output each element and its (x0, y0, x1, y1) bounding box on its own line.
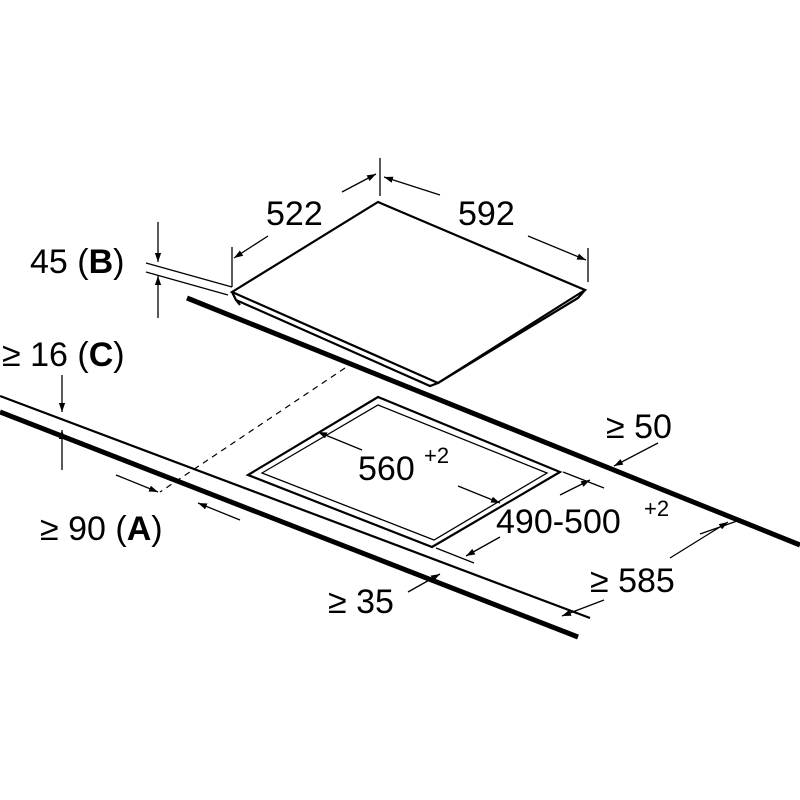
dim-592-arrow-right (527, 235, 587, 261)
cutout-depth-tolerance: +2 (644, 496, 669, 521)
dim-560-arrow-right (457, 485, 501, 504)
hob-frame (231, 289, 586, 388)
worktop-front-edge-top (0, 394, 591, 620)
cutout-width-tolerance: +2 (424, 443, 449, 468)
hob-depth-label: 592 (458, 195, 515, 233)
dim-522-arrow-left (233, 235, 269, 259)
dim-560-arrow-left (317, 431, 363, 451)
dim-592-arrow-left (383, 176, 441, 196)
dim-490-ext-bottom (435, 547, 475, 564)
worktop-depth-label: ≥ 585 (590, 562, 675, 600)
dim-45-ext-top (145, 262, 233, 288)
front-min-clearance-label: ≥ 35 (328, 583, 394, 621)
worktop-rear-edge (186, 295, 800, 548)
dim-585-arrow-top (669, 521, 729, 559)
cutout-outer (245, 395, 563, 549)
cutout (245, 395, 563, 549)
worktop-thickness-label: ≥ 16 (C) (2, 336, 125, 374)
cutout-width-value: 560 (358, 450, 415, 488)
dim-45-ext-bottom (145, 271, 229, 296)
dim-35-arrow (407, 573, 441, 593)
front-edge-value: ≥ 90 (40, 510, 106, 548)
rear-wall-clearance-label: ≥ 50 (606, 408, 672, 446)
dim-522-arrow-right (341, 173, 377, 193)
hob-height-marker: B (89, 243, 114, 281)
dim-490-arrow-bottom (465, 536, 501, 557)
worktop-thickness-marker: C (89, 336, 114, 374)
worktop-front-edge-bottom (0, 409, 579, 640)
hob-height-label: 45 (B) (30, 243, 125, 281)
front-edge-label: ≥ 90 (A) (40, 510, 163, 548)
cutout-depth-label: 490-500 (496, 503, 621, 541)
dim-490-arrow-top (559, 479, 591, 496)
hob-width-label: 522 (266, 195, 323, 233)
projection-line (159, 367, 346, 493)
hob (229, 200, 588, 388)
cutout-inner (260, 404, 549, 541)
dim-585-arrow-bottom (561, 599, 605, 617)
worktop-thickness-value: ≥ 16 (2, 336, 68, 374)
dim-90-arrow-right (197, 502, 241, 521)
dim-90-arrow-left (115, 474, 159, 493)
cutout-width-label: 560 (358, 450, 415, 488)
cutout-depth-value: 490-500 (496, 503, 621, 541)
hob-height-value: 45 (30, 243, 68, 281)
front-edge-marker: A (127, 510, 152, 548)
dim-50-arrow (613, 442, 659, 467)
dim-490-ext (562, 471, 605, 489)
